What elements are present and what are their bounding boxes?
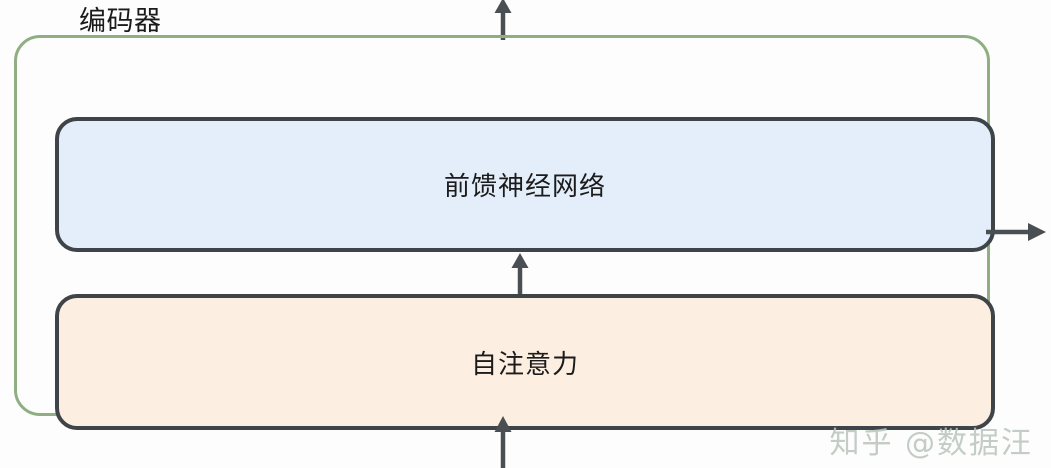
layer-box-feed-forward[interactable]: 前馈神经网络 bbox=[55, 117, 995, 252]
arrow-input-up bbox=[485, 414, 521, 468]
layer-label-feed-forward: 前馈神经网络 bbox=[443, 172, 606, 202]
arrow-output-up bbox=[485, 0, 521, 40]
encoder-title: 编码器 bbox=[79, 6, 162, 37]
layer-label-self-attention: 自注意力 bbox=[470, 349, 579, 380]
arrow-side-out bbox=[986, 214, 1048, 250]
encoder-block: 前馈神经网络 自注意力 bbox=[14, 35, 995, 430]
layer-box-self-attention[interactable]: 自注意力 bbox=[55, 294, 995, 430]
arrow-between-layers-up bbox=[502, 250, 538, 296]
